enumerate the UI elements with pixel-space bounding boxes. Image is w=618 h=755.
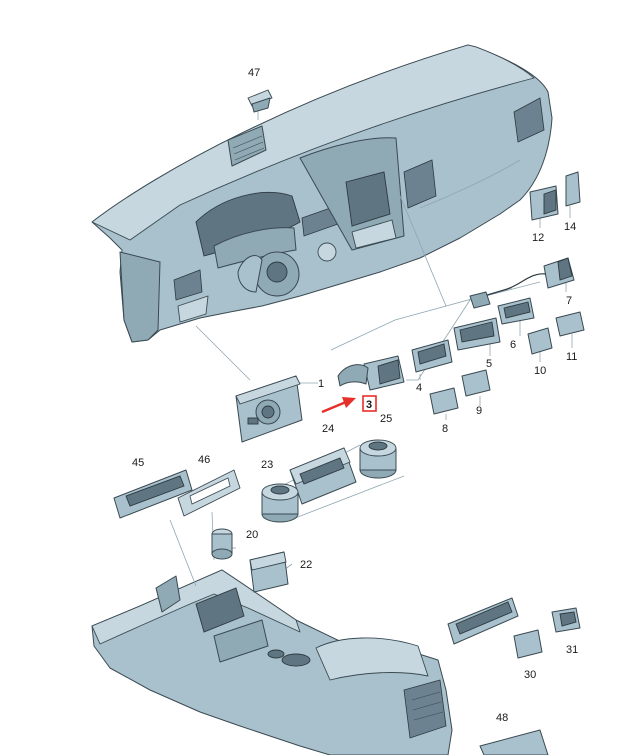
callout-22: 22 <box>300 559 312 571</box>
part-7 <box>469 257 575 309</box>
part-6 <box>497 297 535 325</box>
callout-30: 30 <box>524 669 536 681</box>
highlight-arrow <box>321 397 356 414</box>
part-10 <box>527 327 553 355</box>
part-45 <box>113 469 193 519</box>
part-25 <box>359 439 397 479</box>
part-5 <box>453 317 501 351</box>
callout-45: 45 <box>132 457 144 469</box>
part-14 <box>565 171 581 207</box>
callout-11: 11 <box>566 351 577 363</box>
callout-7: 7 <box>566 295 572 307</box>
part-trim-strip <box>447 597 519 645</box>
callout-1: 1 <box>318 378 324 390</box>
callout-46: 46 <box>198 454 210 466</box>
callout-9: 9 <box>476 405 482 417</box>
callout-25: 25 <box>380 413 392 425</box>
highlight-box <box>362 395 377 412</box>
part-22 <box>249 551 289 593</box>
callout-3: 3 <box>366 399 372 411</box>
part-20 <box>211 528 233 560</box>
part-12 <box>529 185 559 221</box>
callout-8: 8 <box>442 423 448 435</box>
callout-47: 47 <box>248 67 260 79</box>
callout-48: 48 <box>496 712 508 724</box>
center-console <box>91 569 453 755</box>
part-3 <box>337 355 405 391</box>
part-31 <box>551 607 581 633</box>
part-1 <box>235 375 303 443</box>
callout-24: 24 <box>322 423 334 435</box>
callout-5: 5 <box>486 358 492 370</box>
part-9 <box>461 369 491 397</box>
part-30 <box>513 629 543 659</box>
part-4 <box>411 339 453 373</box>
callout-20: 20 <box>246 529 258 541</box>
part-48 <box>479 729 549 755</box>
callout-23: 23 <box>261 459 273 471</box>
callout-4: 4 <box>416 382 422 394</box>
callout-labels: 47 14 12 7 6 5 11 10 1 4 9 8 3 24 25 45 … <box>132 67 578 724</box>
part-46 <box>177 469 241 517</box>
part-23 <box>261 483 299 523</box>
callout-31: 31 <box>566 644 578 656</box>
callout-12: 12 <box>532 232 544 244</box>
callout-6: 6 <box>510 339 516 351</box>
part-47 <box>247 89 273 113</box>
part-24 <box>289 447 357 505</box>
dashboard-panel <box>91 44 553 343</box>
part-8 <box>429 387 459 415</box>
part-11 <box>555 311 585 337</box>
callout-10: 10 <box>534 365 546 377</box>
callout-14: 14 <box>564 221 576 233</box>
